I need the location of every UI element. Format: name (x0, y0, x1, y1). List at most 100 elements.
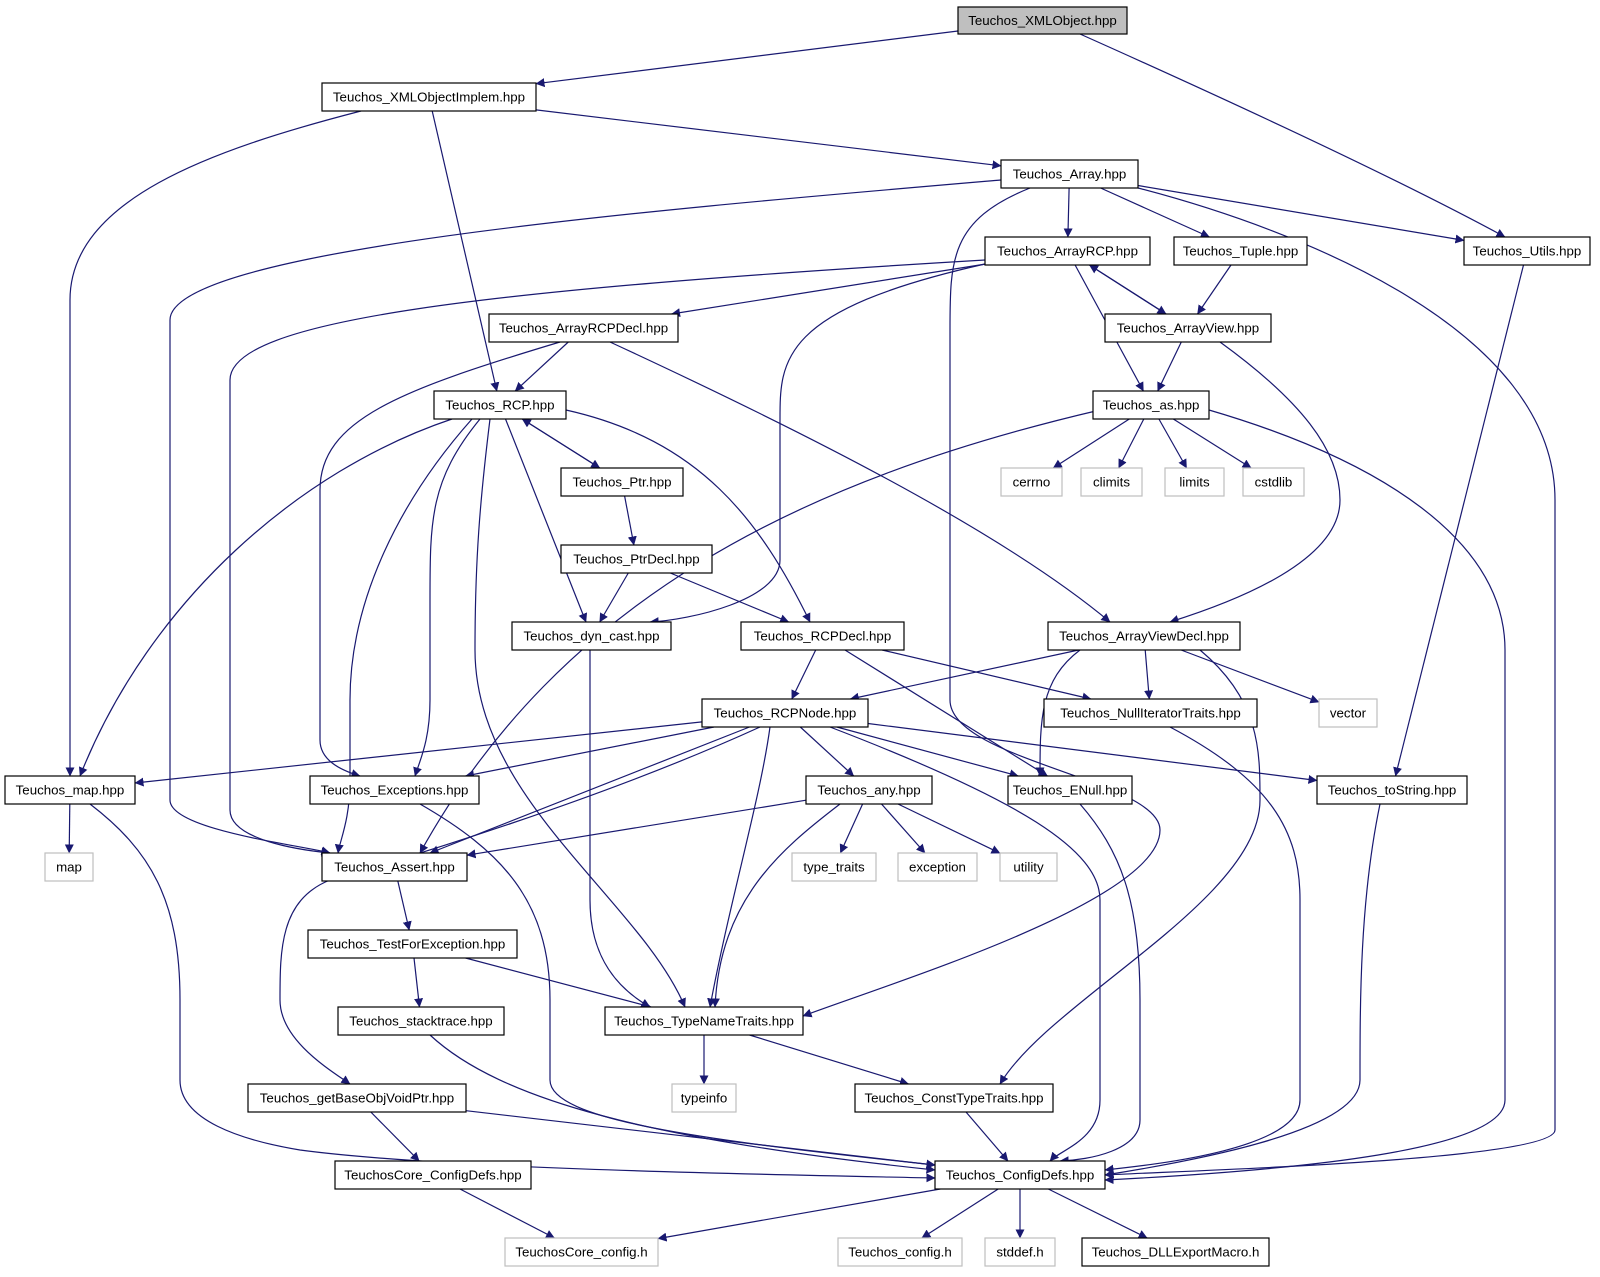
edge-ptr-to-rcp (521, 418, 601, 469)
edge-rcpnode-to-any (799, 726, 855, 777)
edge-configdefs-to-coreconfig (657, 1188, 941, 1242)
node-consttypetraits[interactable]: Teuchos_ConstTypeTraits.hpp (854, 1083, 1054, 1113)
node-arrayrcpdecl[interactable]: Teuchos_ArrayRCPDecl.hpp (488, 313, 679, 343)
node-rcp[interactable]: Teuchos_RCP.hpp (433, 390, 567, 420)
node-label: climits (1093, 475, 1130, 490)
edge-any-to-typetraits (839, 803, 864, 854)
node-vector: vector (1318, 698, 1378, 728)
node-label: typeinfo (681, 1091, 728, 1106)
node-label: map (56, 860, 82, 875)
node-getbaseobj[interactable]: Teuchos_getBaseObjVoidPtr.hpp (247, 1083, 467, 1113)
node-assert[interactable]: Teuchos_Assert.hpp (321, 852, 468, 882)
node-label: Teuchos_map.hpp (16, 783, 125, 798)
node-configdefs[interactable]: Teuchos_ConfigDefs.hpp (934, 1160, 1106, 1190)
node-box (854, 1083, 1054, 1113)
node-box (1000, 159, 1139, 189)
node-map_hpp[interactable]: Teuchos_map.hpp (4, 775, 136, 805)
node-limits: limits (1164, 467, 1225, 497)
node-label: Teuchos_ArrayViewDecl.hpp (1059, 629, 1229, 644)
edge-coreconfigdefs-to-coreconfig (459, 1188, 555, 1239)
node-label: TeuchosCore_config.h (515, 1245, 647, 1260)
node-box (1047, 621, 1241, 651)
node-tuple[interactable]: Teuchos_Tuple.hpp (1173, 236, 1308, 266)
node-label: TeuchosCore_ConfigDefs.hpp (344, 1168, 521, 1183)
node-label: Teuchos_Exceptions.hpp (321, 783, 469, 798)
node-stacktrace[interactable]: Teuchos_stacktrace.hpp (337, 1006, 505, 1036)
edge-array-to-assert (169, 179, 1002, 856)
node-label: utility (1013, 860, 1044, 875)
node-tostring[interactable]: Teuchos_toString.hpp (1316, 775, 1468, 805)
edge-arrayrcp-to-arrayrcpdecl (671, 263, 986, 318)
node-box (1164, 467, 1225, 497)
node-box (1316, 775, 1468, 805)
edge-configdefs-to-dllexport (1048, 1188, 1148, 1239)
node-label: Teuchos_ArrayRCP.hpp (997, 244, 1138, 259)
node-typenametraits[interactable]: Teuchos_TypeNameTraits.hpp (604, 1006, 804, 1036)
node-box (701, 698, 869, 728)
node-label: exception (909, 860, 966, 875)
edge-xmlobjectimplem-to-array (535, 109, 1002, 170)
node-ptrdecl[interactable]: Teuchos_PtrDecl.hpp (560, 544, 713, 574)
node-box (337, 1006, 505, 1036)
node-label: vector (1330, 706, 1367, 721)
edge-configdefs-to-config (921, 1188, 999, 1239)
edge-any-to-exception (881, 803, 926, 854)
node-box (1242, 467, 1305, 497)
node-box (1080, 467, 1143, 497)
node-label: Teuchos_ArrayRCPDecl.hpp (499, 321, 668, 336)
edge-rcpdecl-to-nulliter (881, 649, 1092, 702)
node-exceptions[interactable]: Teuchos_Exceptions.hpp (309, 775, 480, 805)
node-dyncast[interactable]: Teuchos_dyn_cast.hpp (511, 621, 672, 651)
node-label: Teuchos_stacktrace.hpp (349, 1014, 492, 1029)
node-cstdlib: cstdlib (1242, 467, 1305, 497)
node-ptr[interactable]: Teuchos_Ptr.hpp (560, 467, 684, 497)
node-box (740, 621, 905, 651)
node-testforexc[interactable]: Teuchos_TestForException.hpp (307, 929, 518, 959)
node-rcpdecl[interactable]: Teuchos_RCPDecl.hpp (740, 621, 905, 651)
node-rcpnode[interactable]: Teuchos_RCPNode.hpp (701, 698, 869, 728)
node-box (1007, 775, 1133, 805)
node-any[interactable]: Teuchos_any.hpp (805, 775, 933, 805)
node-box (604, 1006, 804, 1036)
node-box (1318, 698, 1378, 728)
node-coreconfigdefs[interactable]: TeuchosCore_ConfigDefs.hpp (334, 1160, 532, 1190)
edge-getbaseobj-to-configdefs (465, 1110, 936, 1169)
edge-rcpnode-to-enull (836, 726, 1019, 779)
node-enull[interactable]: Teuchos_ENull.hpp (1007, 775, 1133, 805)
node-label: Teuchos_TestForException.hpp (320, 937, 506, 952)
node-array[interactable]: Teuchos_Array.hpp (1000, 159, 1139, 189)
node-label: Teuchos_TypeNameTraits.hpp (614, 1014, 794, 1029)
edge-as-to-climits (1118, 418, 1145, 469)
node-label: cerrno (1013, 475, 1051, 490)
node-xmlobjectimplem[interactable]: Teuchos_XMLObjectImplem.hpp (321, 82, 537, 112)
edge-rcp-to-map_hpp (78, 418, 453, 777)
node-arrayviewdecl[interactable]: Teuchos_ArrayViewDecl.hpp (1047, 621, 1241, 651)
edge-ptr-to-ptrdecl (624, 495, 637, 546)
node-label: Teuchos_as.hpp (1103, 398, 1200, 413)
node-label: type_traits (803, 860, 865, 875)
node-dllexport[interactable]: Teuchos_DLLExportMacro.h (1081, 1237, 1270, 1267)
node-box (934, 1160, 1106, 1190)
edge-rcp-to-exceptions (413, 418, 481, 777)
edge-getbaseobj-to-coreconfigdefs (370, 1111, 420, 1162)
node-as[interactable]: Teuchos_as.hpp (1092, 390, 1210, 420)
edge-any-to-utility (897, 803, 1001, 854)
node-nulliter[interactable]: Teuchos_NullIteratorTraits.hpp (1043, 698, 1258, 728)
node-utils[interactable]: Teuchos_Utils.hpp (1463, 236, 1591, 266)
node-box (247, 1083, 467, 1113)
node-xmlobject[interactable]: Teuchos_XMLObject.hpp (957, 6, 1128, 35)
edge-stacktrace-to-configdefs (429, 1034, 936, 1174)
edge-array-to-utils (1137, 184, 1465, 244)
node-box (560, 544, 713, 574)
edge-xmlobjectimplem-to-map_hpp (65, 110, 362, 777)
edge-arrayrcpdecl-to-arrayviewdecl (609, 341, 1111, 623)
node-box (897, 852, 978, 882)
edge-arrayview-to-arrayviewdecl (1169, 341, 1341, 624)
node-arrayview[interactable]: Teuchos_ArrayView.hpp (1104, 313, 1272, 343)
node-arrayrcp[interactable]: Teuchos_ArrayRCP.hpp (984, 236, 1151, 266)
node-label: Teuchos_any.hpp (817, 783, 920, 798)
node-coreconfig: TeuchosCore_config.h (504, 1237, 659, 1267)
node-box (999, 852, 1058, 882)
edge-arrayrcp-to-dyncast (649, 263, 986, 627)
